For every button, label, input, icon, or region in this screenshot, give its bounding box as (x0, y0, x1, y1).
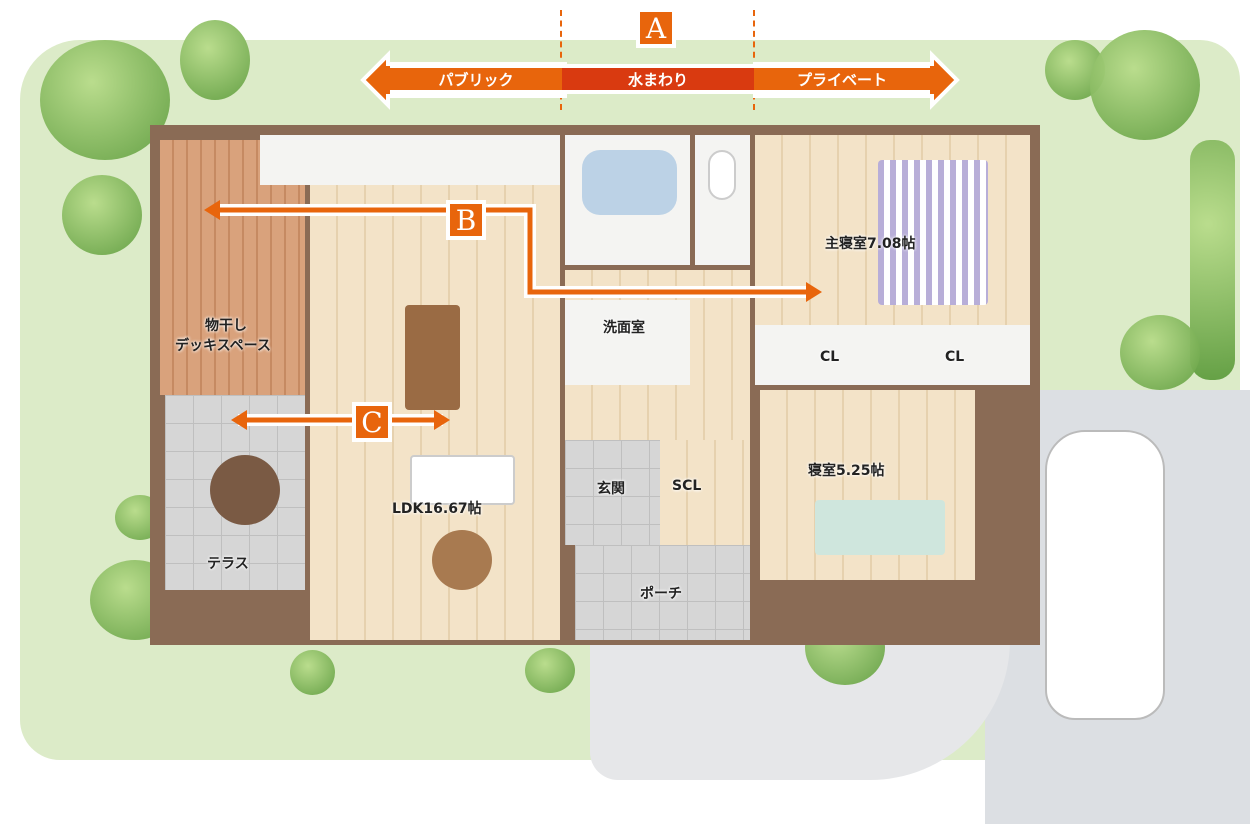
label-ldk: LDK16.67帖 (392, 501, 482, 517)
label-deck-1: 物干し (205, 318, 247, 334)
toilet-icon (708, 150, 736, 200)
sofa-icon (410, 455, 515, 505)
porch (575, 545, 750, 640)
coffee-table-icon (432, 530, 492, 590)
zone-public: パブリック (390, 64, 562, 94)
label-closet-2: CL (945, 349, 965, 365)
route-b-arrow (204, 200, 822, 302)
label-bedroom: 寝室5.25帖 (808, 463, 885, 479)
genkan (565, 440, 660, 545)
route-c-arrow (231, 410, 450, 430)
zone-water: 水まわり (562, 64, 754, 94)
tree-icon (62, 175, 142, 255)
label-closet-1: CL (820, 349, 840, 365)
label-porch: ポーチ (640, 586, 682, 602)
tree-icon (180, 20, 250, 100)
tree-icon (1090, 30, 1200, 140)
car-icon (1045, 430, 1165, 720)
tree-icon (290, 650, 335, 695)
garden-path (590, 640, 1010, 780)
label-washroom: 洗面室 (603, 320, 645, 336)
marker-b: B (446, 200, 486, 240)
zone-divider (560, 10, 562, 110)
label-scl: SCL (672, 478, 702, 494)
kitchen-counter (260, 135, 560, 185)
label-deck-2: デッキスペース (175, 338, 271, 354)
zone-divider (753, 10, 755, 110)
marker-c: C (352, 402, 392, 442)
washroom (565, 300, 690, 385)
tree-icon (40, 40, 170, 160)
zone-private: プライベート (754, 64, 930, 94)
bed-icon (878, 160, 988, 305)
dining-table-icon (405, 305, 460, 410)
tree-icon (1120, 315, 1200, 390)
scl (660, 440, 750, 545)
label-master-bedroom: 主寝室7.08帖 (825, 236, 916, 252)
label-genkan: 玄関 (597, 481, 625, 497)
marker-a: A (636, 8, 676, 48)
bathtub-icon (582, 150, 677, 215)
terrace-table-icon (210, 455, 280, 525)
label-terrace: テラス (207, 556, 249, 572)
closets (755, 325, 1030, 385)
bed-icon (815, 500, 945, 555)
tree-icon (525, 648, 575, 693)
